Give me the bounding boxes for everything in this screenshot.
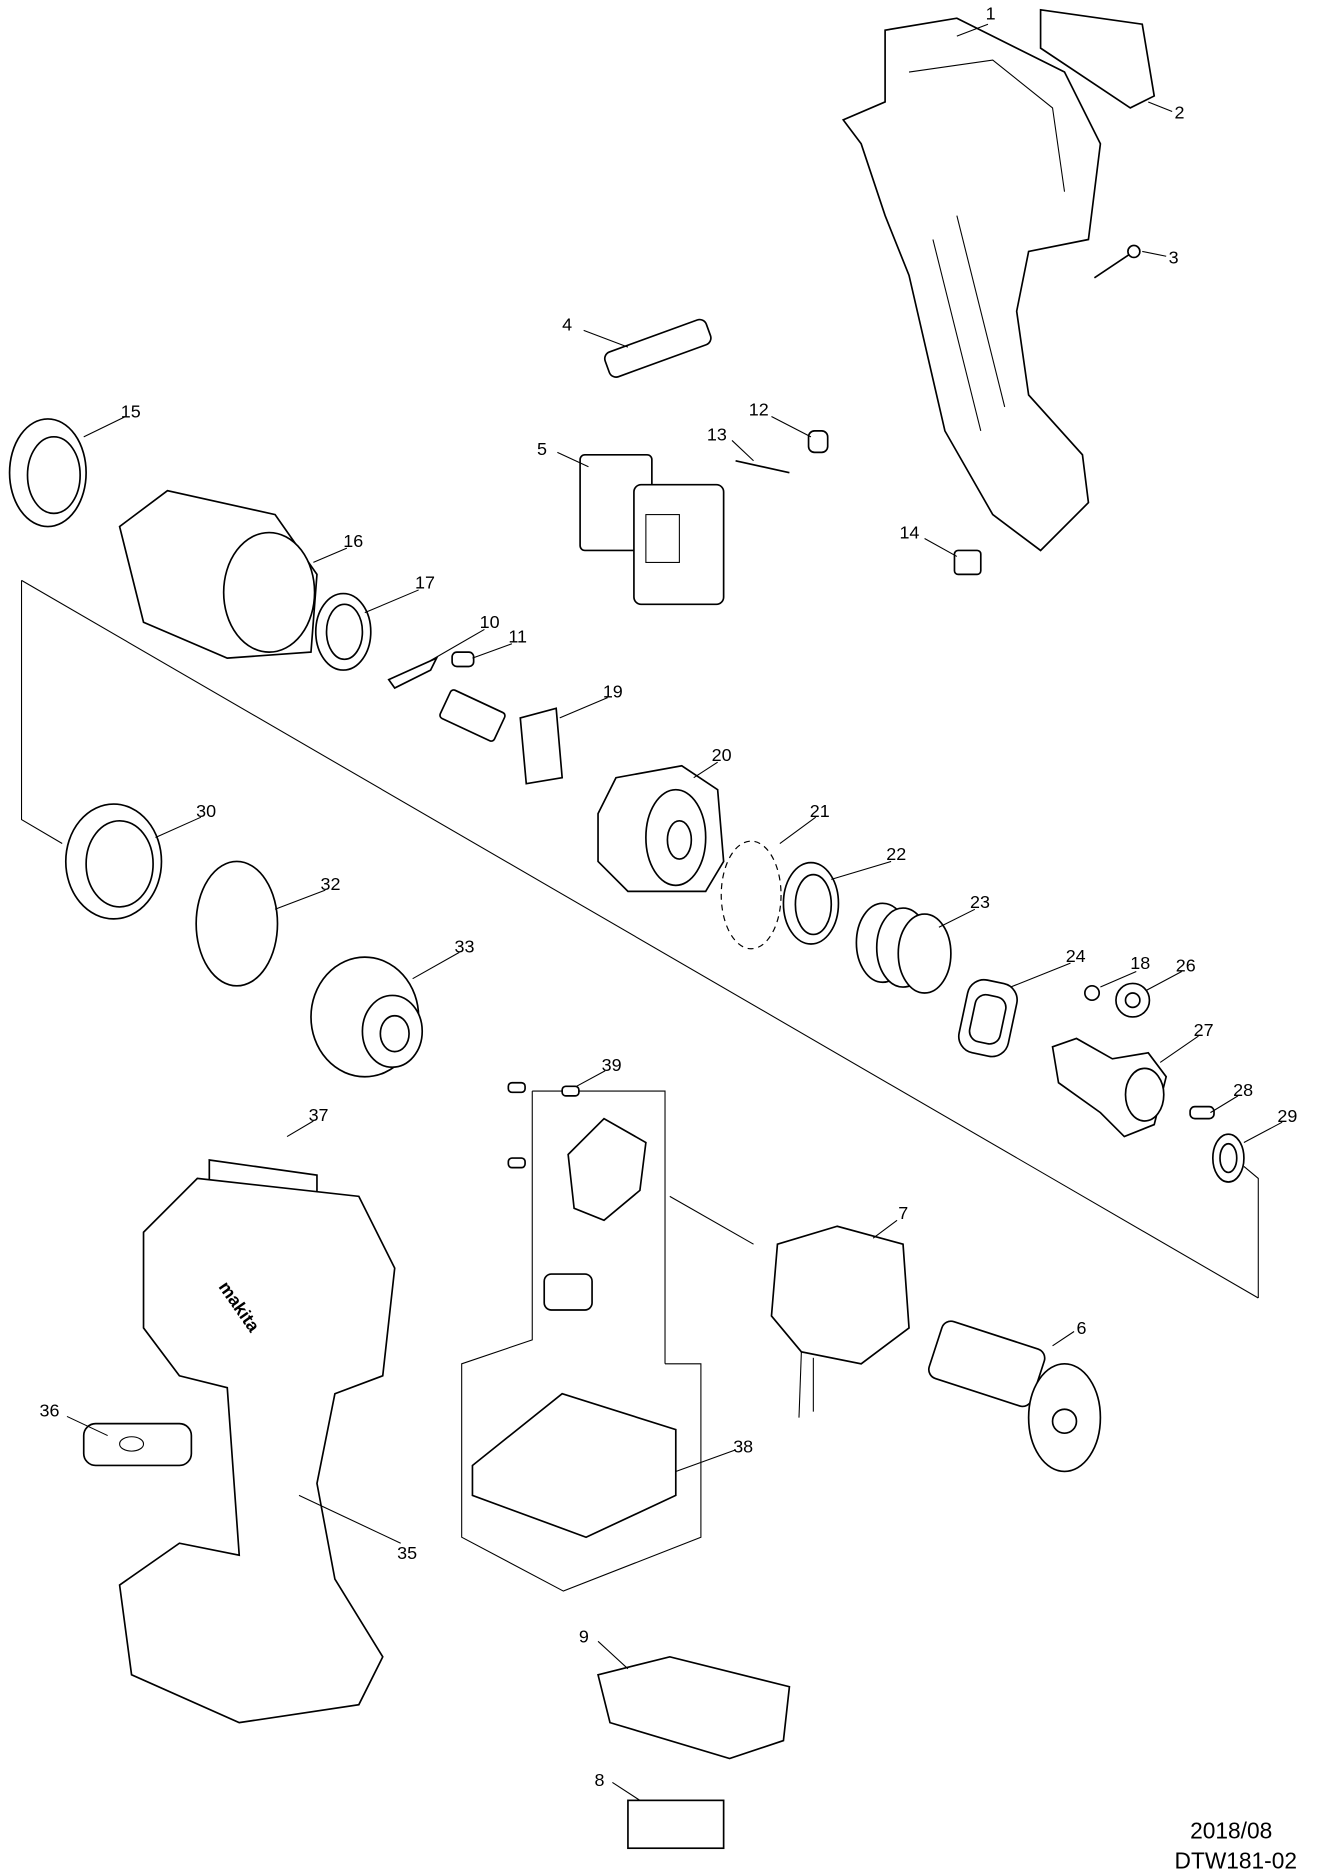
callout-23: 23 [970, 892, 990, 912]
controller [471, 1392, 677, 1539]
name-plate [1039, 8, 1156, 109]
callout-35: 35 [397, 1543, 417, 1563]
callout-3: 3 [1169, 247, 1179, 267]
hammer [597, 764, 725, 893]
hammer-case-cover [118, 489, 318, 659]
o-ring [195, 860, 279, 987]
rotor [927, 1320, 1102, 1473]
callout-39: 39 [602, 1055, 622, 1075]
leader-lines [66, 23, 1283, 1801]
callout-7: 7 [898, 1203, 908, 1223]
callout-11: 11 [508, 627, 527, 647]
flat-washer [314, 592, 372, 671]
steel-balls [720, 840, 782, 950]
callout-27: 27 [1194, 1020, 1214, 1040]
callout-6: 6 [1076, 1318, 1086, 1338]
callout-17: 17 [415, 573, 435, 593]
callout-20: 20 [712, 745, 732, 765]
diagram-date: 2018/08 [1190, 1818, 1272, 1844]
flat-washer-22 [782, 861, 840, 945]
compression-spring-23 [855, 902, 952, 994]
callout-12: 12 [749, 399, 769, 419]
callout-36: 36 [39, 1400, 59, 1420]
callout-15: 15 [121, 402, 141, 422]
ring-gear [1115, 982, 1151, 1018]
callout-13: 13 [707, 424, 727, 444]
screws-39 [507, 1081, 580, 1169]
housing-complete: makita [118, 1177, 396, 1724]
terminal [597, 1655, 791, 1760]
ring-30 [64, 803, 163, 920]
switch-lever [603, 318, 712, 378]
callout-4: 4 [562, 314, 572, 334]
callout-30: 30 [196, 801, 216, 821]
callout-26: 26 [1176, 955, 1196, 975]
steel-ball [1084, 985, 1101, 1002]
callout-37: 37 [309, 1105, 329, 1125]
callout-14: 14 [899, 523, 919, 543]
leaf-spring [387, 656, 439, 690]
lock-plate [953, 549, 982, 576]
callout-2: 2 [1175, 103, 1185, 123]
callout-16: 16 [343, 531, 363, 551]
callout-29: 29 [1277, 1106, 1297, 1126]
callout-28: 28 [1233, 1080, 1253, 1100]
label-8 [627, 1799, 725, 1850]
callout-9: 9 [579, 1626, 589, 1646]
flat-washer-29 [1211, 1133, 1245, 1183]
pin-28 [1189, 1105, 1215, 1120]
led-circuit [543, 1273, 593, 1311]
anvil [439, 689, 564, 785]
callout-10: 10 [480, 612, 500, 632]
callout-5: 5 [537, 439, 547, 459]
callout-19: 19 [603, 682, 623, 702]
callout-labels: 1 2 3 4 5 6 7 8 9 10 11 12 13 14 15 16 1… [39, 3, 1297, 1790]
model-code: DTW181-02 [1175, 1848, 1297, 1874]
callout-22: 22 [886, 844, 906, 864]
flat-washer-24 [957, 978, 1018, 1058]
housing-set [841, 17, 1102, 552]
nameplate-36 [82, 1422, 193, 1467]
hammer-case-cap [310, 956, 424, 1078]
switch [579, 453, 725, 606]
screw [1093, 244, 1141, 279]
callout-8: 8 [594, 1770, 604, 1790]
stator [770, 1225, 910, 1418]
pin [735, 459, 790, 474]
spindle [1051, 1037, 1168, 1138]
compression-spring [807, 430, 829, 454]
callout-1: 1 [986, 3, 996, 23]
callout-32: 32 [321, 874, 341, 894]
pin-small [451, 651, 475, 668]
callout-21: 21 [810, 801, 830, 821]
callout-18: 18 [1130, 953, 1150, 973]
sensor-plate [567, 1117, 647, 1222]
callout-33: 33 [455, 936, 475, 956]
callout-24: 24 [1066, 946, 1086, 966]
ring [8, 418, 87, 528]
callout-38: 38 [733, 1436, 753, 1456]
